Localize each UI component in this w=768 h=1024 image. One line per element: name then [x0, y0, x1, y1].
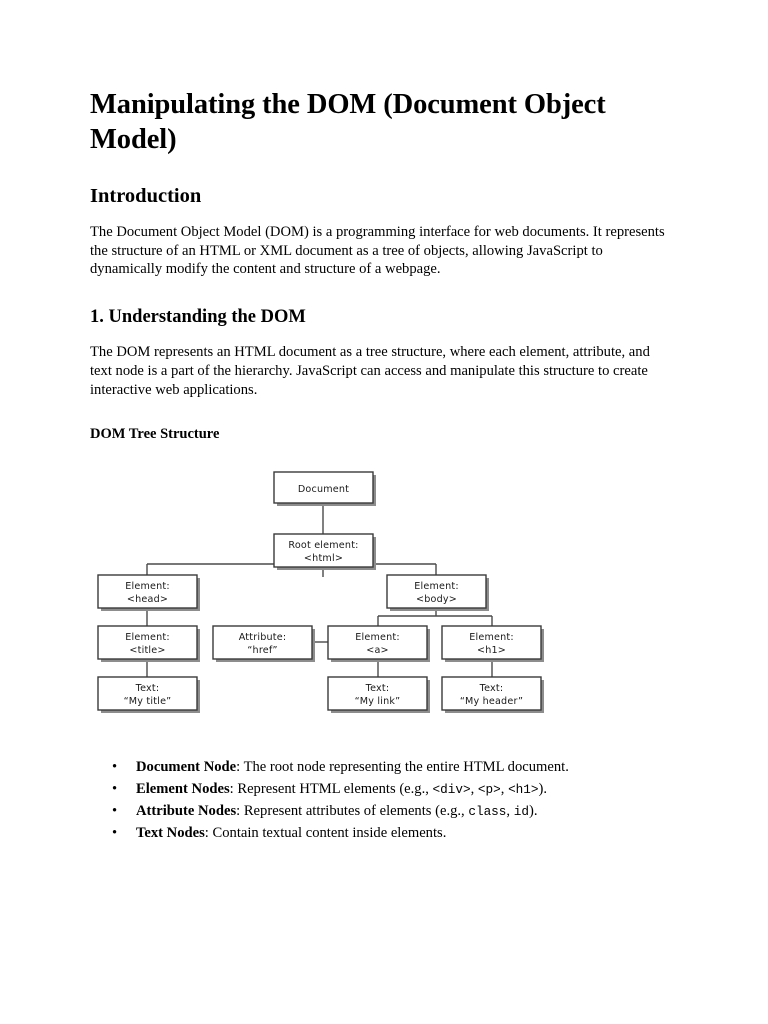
list-item: • Text Nodes: Contain textual content ins…: [90, 824, 690, 843]
node-label-line2: <html>: [304, 553, 343, 564]
list-item: • Element Nodes: Represent HTML elements …: [90, 780, 690, 799]
bullet-icon: •: [112, 780, 118, 797]
node-box: [441, 676, 542, 711]
inline-code: id: [513, 804, 529, 820]
list-item-text: ,: [500, 780, 509, 797]
node-label-line1: Root element:: [288, 540, 358, 551]
list-item-text: : Contain textual content inside element…: [204, 825, 447, 842]
node-label-line1: Attribute:: [239, 632, 287, 643]
dom-tree-svg: Document Root element: <html> Element: <…: [97, 471, 544, 713]
diagram-node-text-my-link: Text: “My link”: [327, 676, 430, 713]
node-box: [441, 625, 542, 660]
list-item-term: Document Node: [136, 758, 237, 775]
node-label-line2: <h1>: [477, 645, 506, 656]
bullet-icon: •: [112, 758, 118, 775]
list-item-text: : Represent HTML elements (e.g.,: [229, 780, 433, 797]
node-box: [97, 625, 198, 660]
section-heading-introduction: Introduction: [90, 184, 202, 207]
list-item-text: ).: [528, 803, 538, 820]
node-label-line1: Text:: [135, 683, 160, 694]
node-label-line1: Element:: [414, 581, 459, 592]
diagram-node-element-head: Element: <head>: [97, 574, 200, 611]
node-box: [327, 676, 428, 711]
dom-node-type-list: • Document Node: The root node representi…: [90, 758, 690, 843]
node-label-line1: Element:: [469, 632, 514, 643]
list-item-text: : The root node representing the entire …: [236, 758, 569, 775]
diagram-node-text-my-title: Text: “My title”: [97, 676, 200, 713]
diagram-node-document: Document: [273, 471, 376, 506]
node-box: [327, 625, 428, 660]
list-item-term: Element Nodes: [136, 780, 230, 797]
understanding-paragraph: The DOM represents an HTML document as a…: [90, 344, 650, 398]
introduction-paragraph: The Document Object Model (DOM) is a pro…: [90, 224, 665, 278]
node-label-line2: <a>: [366, 645, 389, 656]
diagram-node-root-element: Root element: <html>: [273, 533, 376, 570]
node-box: [97, 676, 198, 711]
node-label-line1: Text:: [365, 683, 390, 694]
diagram-node-element-h1: Element: <h1>: [441, 625, 544, 662]
node-label-line2: <head>: [127, 594, 168, 605]
diagram-node-attribute-href: Attribute: “href”: [212, 625, 315, 662]
node-label-line2: “My link”: [355, 696, 401, 707]
node-label-line2: “href”: [247, 645, 277, 656]
node-label-line2: “My header”: [460, 696, 523, 707]
bullet-icon: •: [112, 803, 118, 820]
diagram-node-element-title: Element: <title>: [97, 625, 200, 662]
node-label-line2: <body>: [416, 594, 457, 605]
dom-tree-diagram: Document Root element: <html> Element: <…: [90, 458, 672, 720]
list-item-text: ).: [538, 780, 548, 797]
node-box: [212, 625, 313, 660]
list-item-text: ,: [470, 780, 478, 797]
inline-code: class: [468, 804, 507, 820]
list-item-term: Text Nodes: [136, 825, 205, 842]
list-item-text: ,: [506, 803, 514, 820]
inline-code: <p>: [477, 781, 501, 797]
inline-code: <div>: [432, 781, 471, 797]
node-label-line1: Document: [298, 484, 349, 495]
node-label-line2: <title>: [129, 645, 165, 656]
bullet-icon: •: [112, 825, 118, 842]
list-item-text: : Represent attributes of elements (e.g.…: [236, 803, 469, 820]
node-box: [386, 574, 487, 609]
node-box: [273, 533, 374, 568]
diagram-node-text-my-header: Text: “My header”: [441, 676, 544, 713]
node-box: [97, 574, 198, 609]
list-item-term: Attribute Nodes: [136, 803, 237, 820]
list-item: • Attribute Nodes: Represent attributes o…: [90, 802, 690, 821]
node-label-line1: Element:: [125, 632, 170, 643]
node-label-line1: Text:: [479, 683, 504, 694]
list-item: • Document Node: The root node representi…: [90, 758, 690, 777]
node-box: [273, 471, 374, 504]
section-heading-understanding-the-dom: 1. Understanding the DOM: [90, 307, 306, 328]
diagram-node-element-body: Element: <body>: [386, 574, 489, 611]
page-title: Manipulating the DOM (Document Object Mo…: [90, 89, 606, 155]
inline-code: <h1>: [508, 781, 539, 797]
diagram-node-element-a: Element: <a>: [327, 625, 430, 662]
node-label-line1: Element:: [355, 632, 400, 643]
subheading-dom-tree-structure: DOM Tree Structure: [90, 426, 220, 443]
node-label-line1: Element:: [125, 581, 170, 592]
node-label-line2: “My title”: [124, 696, 172, 707]
